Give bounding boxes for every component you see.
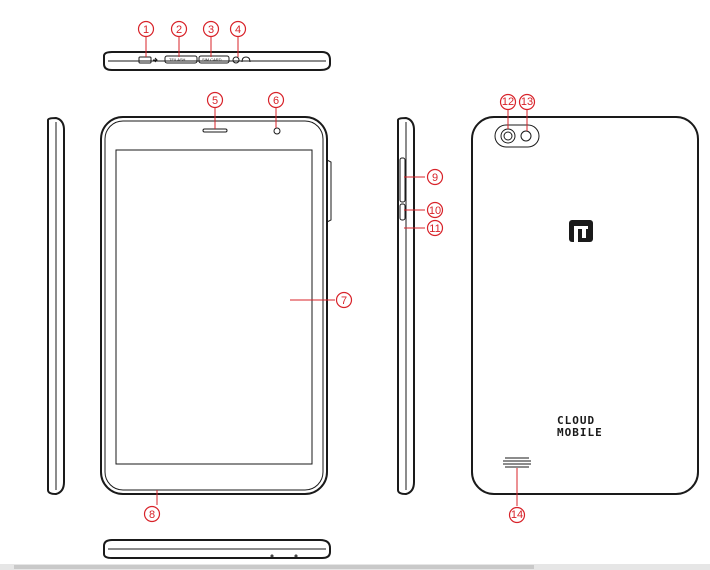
svg-text:3: 3 bbox=[208, 24, 214, 36]
svg-text:7: 7 bbox=[341, 295, 347, 307]
volume-rocker bbox=[399, 157, 406, 203]
bottom-hole-icon bbox=[294, 554, 298, 558]
speaker-grille-icon bbox=[503, 457, 531, 468]
brand-wordmark-line2: MOBILE bbox=[557, 426, 603, 439]
tf-card-slot bbox=[164, 55, 198, 64]
sim-card-label: SIM CARD bbox=[202, 57, 222, 62]
svg-text:14: 14 bbox=[511, 509, 523, 521]
scrollbar-thumb[interactable] bbox=[14, 565, 534, 569]
callout-9: 9 bbox=[426, 168, 444, 186]
callout-5: 5 bbox=[206, 91, 224, 109]
top-edge-view: TF/LASH SIM CARD bbox=[103, 51, 331, 71]
callout-14: 14 bbox=[508, 506, 526, 524]
tf-card-label: TF/LASH bbox=[169, 57, 186, 62]
svg-text:13: 13 bbox=[521, 96, 533, 108]
headphone-jack-icon bbox=[232, 56, 240, 64]
svg-text:8: 8 bbox=[149, 509, 155, 521]
svg-text:1: 1 bbox=[143, 24, 149, 36]
callout-3: 3 bbox=[202, 20, 220, 38]
callout-12: 12 bbox=[499, 93, 517, 111]
display-screen bbox=[115, 149, 313, 465]
callout-2: 2 bbox=[170, 20, 188, 38]
camera-module bbox=[494, 124, 540, 148]
power-button bbox=[399, 203, 406, 221]
back-view: CLOUD MOBILE bbox=[471, 116, 699, 495]
callout-1: 1 bbox=[137, 20, 155, 38]
brand-wordmark-line1: CLOUD bbox=[557, 414, 595, 427]
brand-logo-icon bbox=[569, 220, 593, 242]
callout-7: 7 bbox=[335, 291, 353, 309]
svg-text:10: 10 bbox=[429, 205, 441, 217]
callout-11: 11 bbox=[426, 219, 444, 237]
right-side-view bbox=[397, 116, 415, 496]
horizontal-scrollbar[interactable] bbox=[0, 564, 710, 570]
front-view bbox=[100, 116, 332, 495]
left-side-view bbox=[47, 116, 65, 496]
bottom-edge-view bbox=[103, 539, 331, 559]
callout-6: 6 bbox=[267, 91, 285, 109]
svg-text:5: 5 bbox=[212, 95, 218, 107]
svg-text:4: 4 bbox=[235, 24, 241, 36]
svg-text:6: 6 bbox=[273, 95, 279, 107]
headphone-symbol-icon bbox=[241, 56, 251, 63]
bottom-mic-icon bbox=[270, 554, 274, 558]
svg-text:12: 12 bbox=[502, 96, 514, 108]
tablet-front-body bbox=[100, 116, 328, 495]
leader-lines bbox=[145, 37, 528, 506]
svg-text:11: 11 bbox=[429, 223, 440, 235]
callout-8: 8 bbox=[143, 505, 161, 523]
tablet-back-body bbox=[471, 116, 699, 495]
callout-10: 10 bbox=[426, 201, 444, 219]
usb-port-icon bbox=[138, 56, 152, 64]
svg-text:2: 2 bbox=[176, 24, 182, 36]
sim-card-slot bbox=[198, 55, 230, 64]
flash-icon bbox=[520, 130, 532, 142]
svg-text:9: 9 bbox=[432, 172, 438, 184]
callout-13: 13 bbox=[518, 93, 536, 111]
front-camera-icon bbox=[273, 127, 281, 135]
callout-4: 4 bbox=[229, 20, 247, 38]
usb-symbol-icon bbox=[153, 57, 158, 63]
